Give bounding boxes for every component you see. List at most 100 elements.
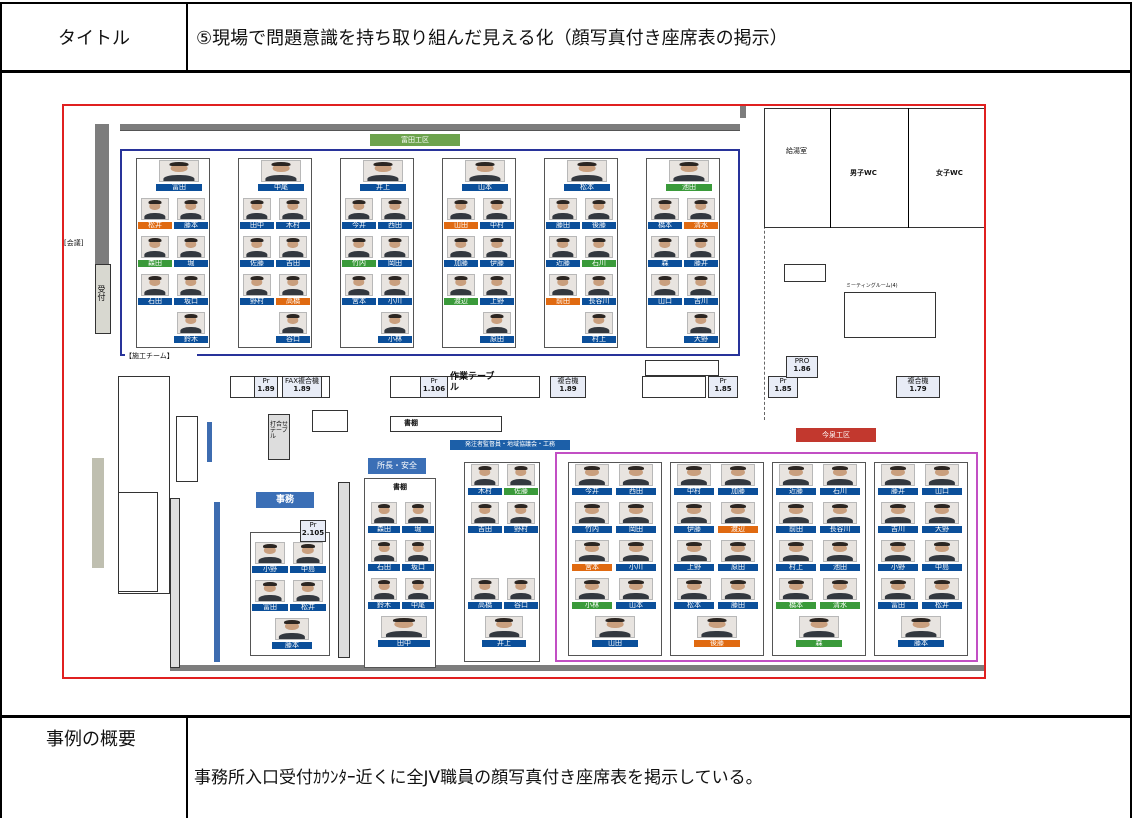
person-photo bbox=[925, 578, 959, 600]
name-plate: 小川 bbox=[616, 564, 656, 571]
name-plate: 中尾 bbox=[258, 184, 304, 191]
name-plate: 伊藤 bbox=[674, 526, 714, 533]
person-photo bbox=[925, 540, 959, 562]
manager-bookshelf-label: 書棚 bbox=[393, 483, 407, 491]
person-photo bbox=[447, 236, 475, 258]
name-plate: 長谷川 bbox=[582, 298, 616, 305]
name-plate: 吉川 bbox=[878, 526, 918, 533]
name-plate: 松本 bbox=[564, 184, 610, 191]
table-frame-right bbox=[1130, 2, 1132, 818]
name-plate: 橋本 bbox=[776, 602, 816, 609]
person-photo bbox=[669, 160, 709, 182]
bookshelf-label: 書棚 bbox=[404, 419, 418, 427]
printer-value: 1.85 bbox=[714, 385, 732, 393]
person-photo bbox=[363, 160, 403, 182]
name-plate: 渡辺 bbox=[718, 526, 758, 533]
person-photo bbox=[507, 464, 535, 486]
printer-name: 複合機 bbox=[557, 377, 579, 385]
person-photo bbox=[721, 578, 755, 600]
name-plate: 後藤 bbox=[694, 640, 740, 647]
wc-divider-2 bbox=[908, 108, 909, 228]
name-plate: 田中 bbox=[240, 222, 274, 229]
name-plate: 森田 bbox=[368, 526, 400, 533]
person-photo bbox=[471, 578, 499, 600]
person-photo bbox=[677, 540, 711, 562]
wc-divider-1 bbox=[830, 108, 831, 228]
womens-wc-label: 女子WC bbox=[936, 169, 963, 177]
name-plate: 藤本 bbox=[898, 640, 944, 647]
name-plate: 加藤 bbox=[718, 488, 758, 495]
name-plate: 池田 bbox=[666, 184, 712, 191]
person-photo bbox=[575, 540, 609, 562]
person-photo bbox=[447, 274, 475, 296]
name-plate: 原田 bbox=[480, 336, 514, 343]
room-label: 給湯室 bbox=[786, 147, 807, 155]
name-plate: 清水 bbox=[820, 602, 860, 609]
name-plate: 藤本 bbox=[174, 222, 208, 229]
supervisor-desk bbox=[645, 360, 719, 376]
person-photo bbox=[483, 198, 511, 220]
person-photo bbox=[279, 274, 307, 296]
person-photo bbox=[471, 464, 499, 486]
left-lower-room-2 bbox=[118, 492, 158, 592]
meeting-room-label: ミーティングルーム(4) bbox=[846, 283, 898, 289]
name-plate: 中尾 bbox=[402, 602, 434, 609]
person-photo bbox=[585, 312, 613, 334]
title-label: タイトル bbox=[58, 28, 130, 49]
summary-divider bbox=[186, 718, 188, 818]
person-photo bbox=[345, 236, 373, 258]
title-text: ⑤現場で問題意識を持ち取り組んだ見える化（顔写真付き座席表の掲示） bbox=[196, 28, 788, 49]
name-plate: 吉田 bbox=[468, 526, 502, 533]
name-plate: 近藤 bbox=[546, 260, 580, 267]
name-plate: 鈴木 bbox=[174, 336, 208, 343]
person-photo bbox=[651, 274, 679, 296]
person-photo bbox=[279, 236, 307, 258]
person-photo bbox=[687, 274, 715, 296]
name-plate: 上野 bbox=[674, 564, 714, 571]
mens-wc-label: 男子WC bbox=[850, 169, 877, 177]
table-frame-top bbox=[0, 2, 1132, 4]
person-photo bbox=[881, 464, 915, 486]
summary-text: 事務所入口受付ｶｳﾝﾀｰ近くに全JV職員の顔写真付き座席表を掲示している。 bbox=[194, 768, 763, 788]
printer-value: 1.86 bbox=[793, 365, 811, 373]
name-plate: 上野 bbox=[480, 298, 514, 305]
name-plate: 竹内 bbox=[572, 526, 612, 533]
person-photo bbox=[677, 502, 711, 524]
person-photo bbox=[483, 312, 511, 334]
printer-name: Pr bbox=[779, 377, 787, 385]
blue-column-1 bbox=[207, 422, 212, 462]
name-plate: 堀 bbox=[402, 526, 434, 533]
name-plate: 竹内 bbox=[342, 260, 376, 267]
name-plate: 富田 bbox=[252, 604, 288, 611]
summary-top-rule bbox=[0, 715, 1132, 718]
name-plate: 森 bbox=[796, 640, 842, 647]
person-photo bbox=[721, 464, 755, 486]
printer-value: 1.89 bbox=[293, 385, 311, 393]
person-photo bbox=[243, 236, 271, 258]
name-plate: 森 bbox=[648, 260, 682, 267]
name-plate: 松井 bbox=[922, 602, 962, 609]
name-plate: 山口 bbox=[648, 298, 682, 305]
top-wall bbox=[120, 124, 740, 130]
column-a bbox=[170, 498, 180, 668]
name-plate: 長谷川 bbox=[820, 526, 860, 533]
name-plate: 岡田 bbox=[616, 526, 656, 533]
name-plate: 石田 bbox=[138, 298, 172, 305]
name-plate: 小林 bbox=[378, 336, 412, 343]
name-plate: 高橋 bbox=[276, 298, 310, 305]
title-bottom-rule bbox=[0, 70, 1132, 73]
name-plate: 佐藤 bbox=[240, 260, 274, 267]
side-label: [会議] bbox=[64, 239, 84, 247]
name-plate: 前田 bbox=[546, 298, 580, 305]
person-photo bbox=[141, 274, 169, 296]
name-plate: 井上 bbox=[482, 640, 526, 647]
person-photo bbox=[371, 540, 397, 562]
small-table bbox=[312, 410, 348, 432]
left-bar bbox=[92, 458, 104, 568]
name-plate: 小川 bbox=[378, 298, 412, 305]
person-photo bbox=[405, 578, 431, 600]
name-plate: 鈴木 bbox=[368, 602, 400, 609]
name-plate: 山田 bbox=[444, 222, 478, 229]
